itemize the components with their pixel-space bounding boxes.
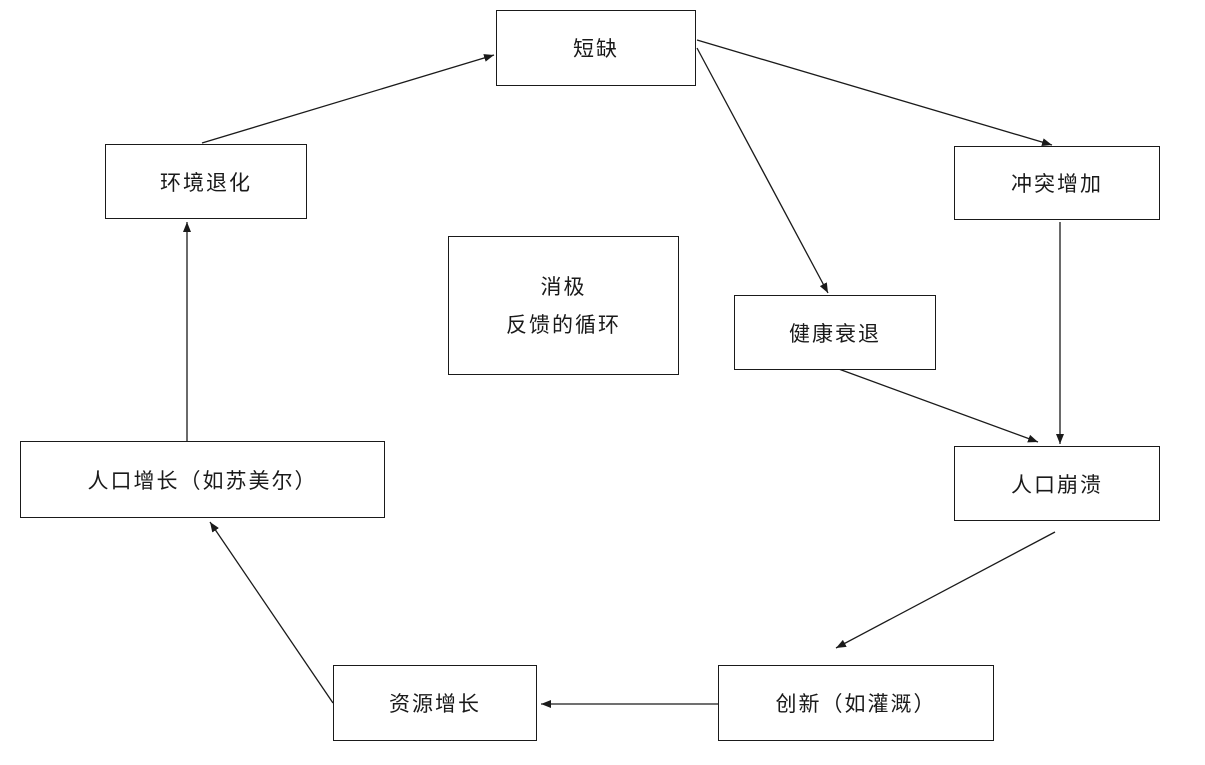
edge-shortage-to-conflict [696,39,1053,146]
node-environmental-degradation: 环境退化 [105,144,307,219]
node-health-decline: 健康衰退 [734,295,936,370]
center-label-line-2: 反馈的循环 [506,312,621,337]
edge-environment-to-shortage [201,54,495,144]
center-label-line-1: 消极 [540,274,587,299]
node-population-collapse: 人口崩溃 [954,446,1160,521]
node-conflict-increase: 冲突增加 [954,146,1160,220]
node-innovation: 创新（如灌溉） [718,665,994,741]
edge-resource-growth-to-population-growth [209,521,334,704]
node-environmental-degradation-label: 环境退化 [160,170,252,195]
edge-health-to-population-collapse [835,367,1039,443]
node-population-growth: 人口增长（如苏美尔） [20,441,385,518]
edge-population-collapse-to-innovation [835,531,1056,649]
node-health-decline-label: 健康衰退 [789,321,881,346]
node-conflict-increase-label: 冲突增加 [1011,172,1103,196]
node-population-collapse-label: 人口崩溃 [1011,472,1103,497]
node-innovation-label: 创新（如灌溉） [775,692,937,716]
edge-shortage-to-health [696,47,829,294]
node-shortage-label: 短缺 [573,37,619,61]
node-negative-feedback-cycle: 消极 反馈的循环 [448,236,679,375]
node-population-growth-label: 人口增长（如苏美尔） [87,468,318,493]
node-resource-growth-label: 资源增长 [389,692,481,716]
node-shortage: 短缺 [496,10,696,86]
node-resource-growth: 资源增长 [333,665,537,741]
